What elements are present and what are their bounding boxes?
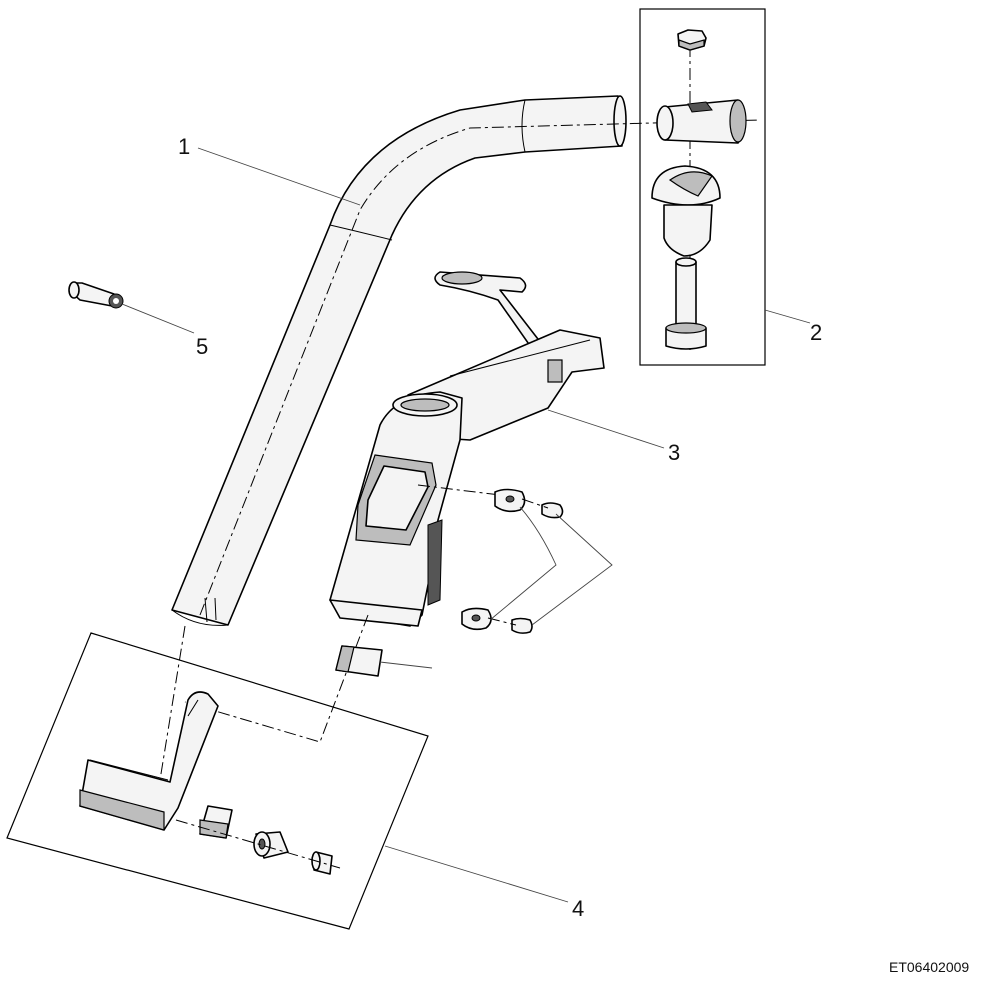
- callout-2: 2: [810, 320, 822, 345]
- callout-4: 4: [572, 896, 584, 921]
- callout-1: 1: [178, 134, 190, 159]
- part-4-kit-box: [6, 632, 429, 930]
- drawing-code: ET06402009: [889, 959, 969, 975]
- part-3-grip-housing: [184, 271, 605, 743]
- callout-3: 3: [668, 440, 680, 465]
- clip-block: [335, 645, 433, 677]
- pin: [311, 851, 333, 875]
- part-5-pin: [68, 281, 124, 309]
- knob: [651, 165, 721, 257]
- small-washers: [461, 488, 613, 634]
- hex-nut: [677, 29, 707, 51]
- callout-5: 5: [196, 334, 208, 359]
- part-1-handle-tube: [171, 95, 761, 626]
- bushing: [253, 831, 289, 859]
- part-2-hardware-kit: [639, 8, 766, 366]
- barrel-nut: [656, 99, 747, 144]
- bolt: [665, 257, 707, 350]
- leader-lines: [121, 147, 811, 903]
- part-4-bracket-kit: [6, 625, 429, 930]
- part-2-kit-box: [639, 8, 766, 366]
